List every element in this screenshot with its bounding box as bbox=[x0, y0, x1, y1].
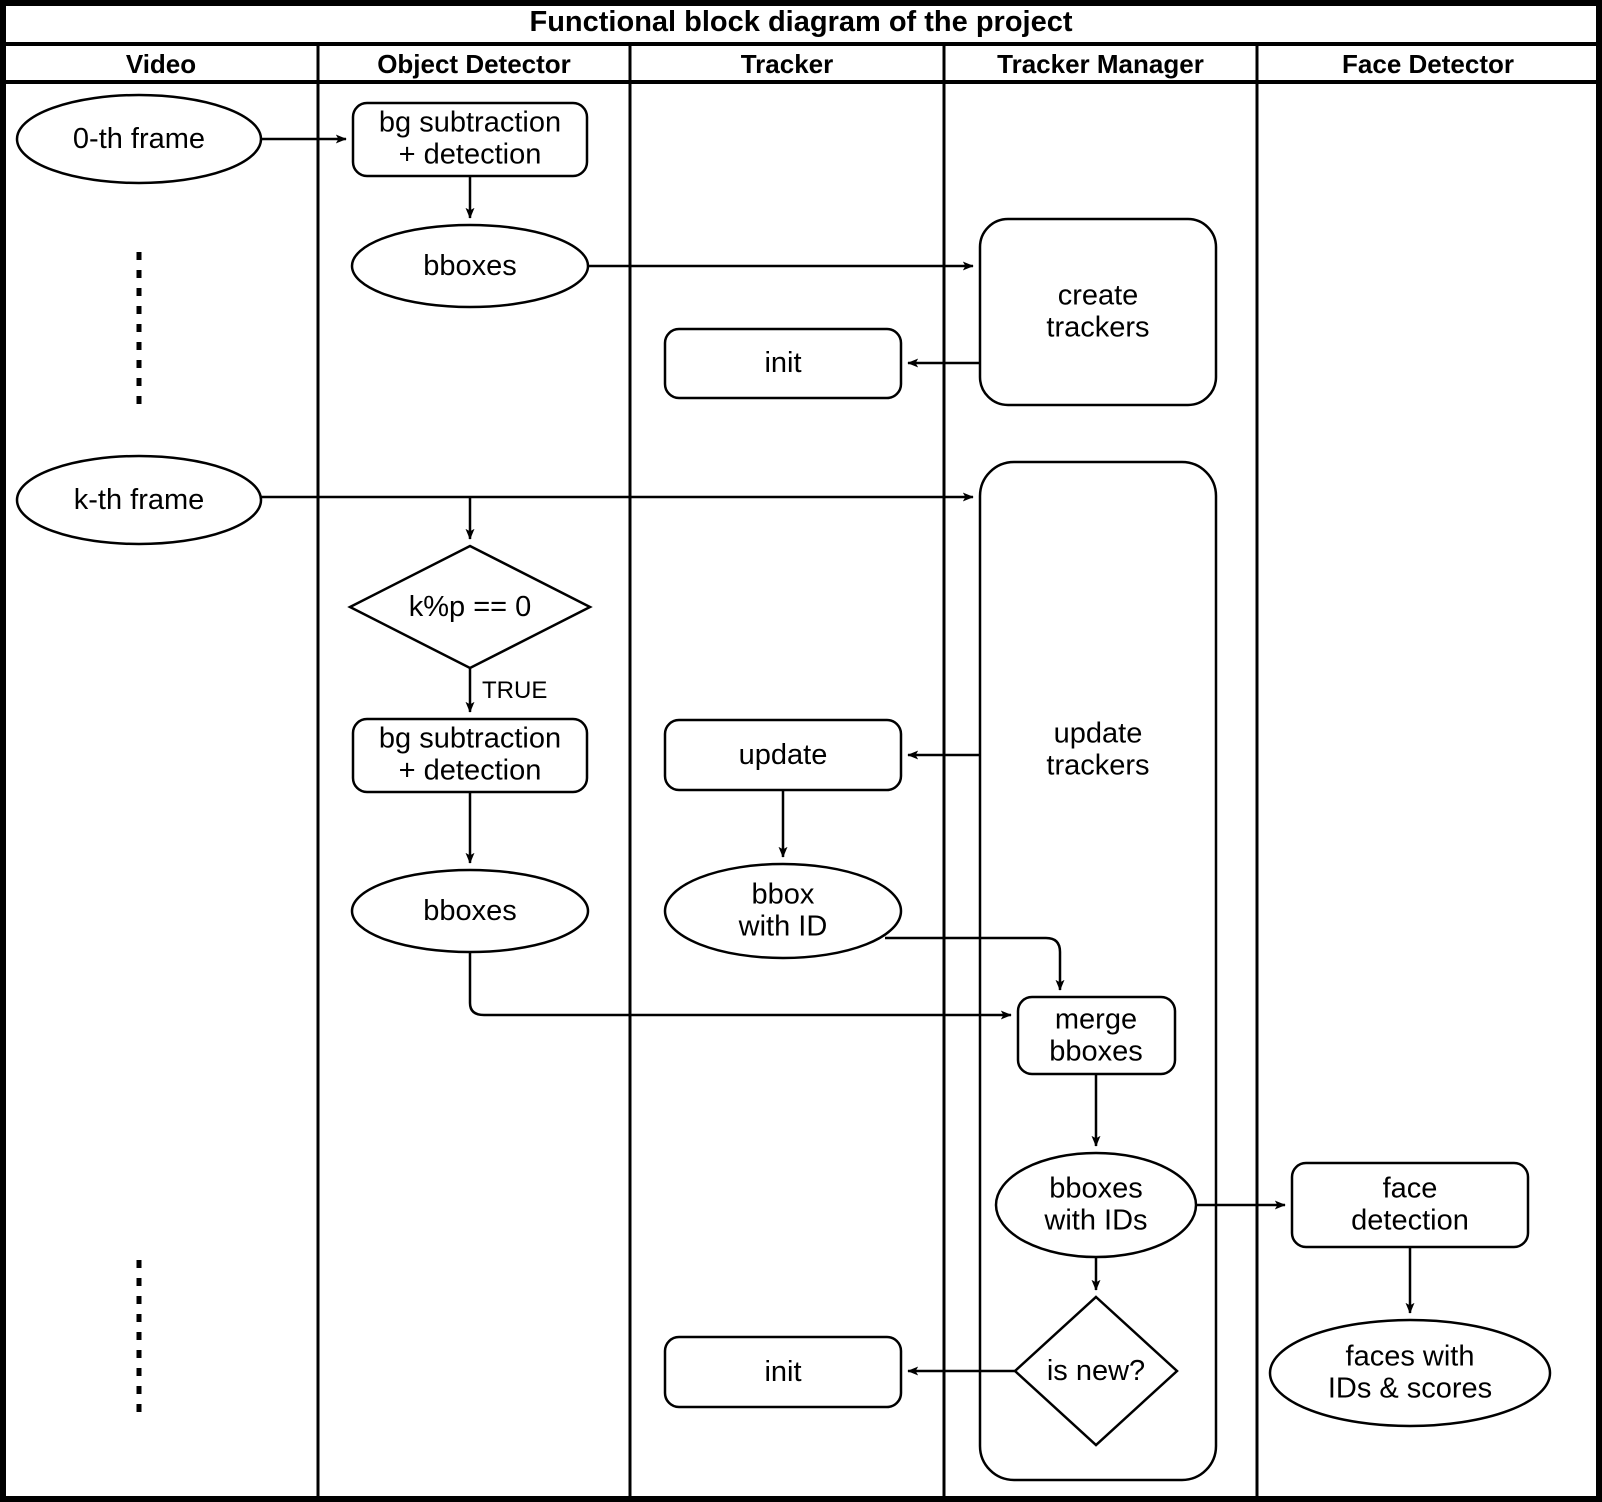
node-create-trackers[interactable] bbox=[978, 217, 1218, 407]
node-bbox-with-id[interactable] bbox=[663, 862, 903, 960]
edge-bboxesk-to-merge-bboxes bbox=[468, 952, 1012, 1020]
node-decision-kmodp[interactable] bbox=[347, 544, 593, 670]
node-bboxes-k[interactable] bbox=[350, 868, 590, 954]
node-bgsub-k[interactable] bbox=[351, 717, 589, 794]
node-is-new[interactable] bbox=[1013, 1295, 1179, 1447]
node-bgsub-0[interactable] bbox=[351, 101, 589, 178]
node-tracker-init-top[interactable] bbox=[663, 327, 903, 400]
node-frame-0[interactable] bbox=[15, 93, 263, 185]
node-bboxes-with-ids[interactable] bbox=[994, 1151, 1198, 1259]
node-bboxes-0[interactable] bbox=[350, 223, 590, 309]
node-frame-k[interactable] bbox=[15, 454, 263, 546]
edge-bbox-with-id-to-merge-bboxes bbox=[885, 936, 1065, 991]
node-face-detection[interactable] bbox=[1290, 1161, 1530, 1249]
node-merge-bboxes[interactable] bbox=[1016, 995, 1177, 1076]
node-update-trackers[interactable] bbox=[978, 460, 1218, 1482]
node-faces-with-ids[interactable] bbox=[1268, 1318, 1552, 1428]
node-tracker-update[interactable] bbox=[663, 718, 903, 792]
node-tracker-init-bottom[interactable] bbox=[663, 1335, 903, 1409]
